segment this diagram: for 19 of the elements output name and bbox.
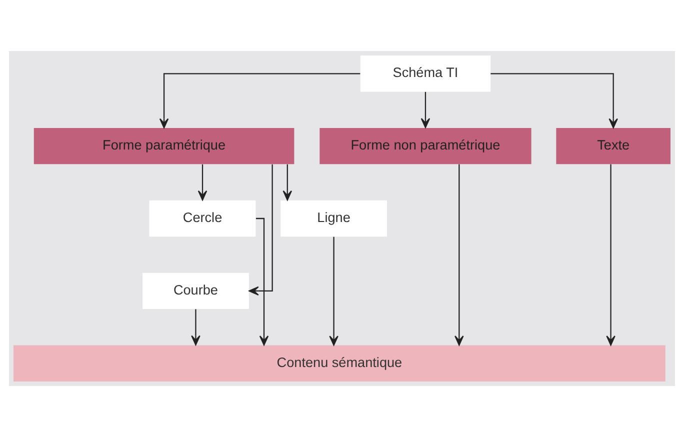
- node-box: Cercle: [149, 200, 256, 237]
- arrow: [248, 164, 273, 296]
- arrow: [606, 164, 616, 346]
- node-box: Forme non paramétrique: [320, 128, 532, 164]
- node-box: Courbe: [142, 272, 249, 310]
- arrow: [490, 73, 618, 128]
- arrow: [282, 164, 292, 201]
- arrow: [329, 236, 338, 346]
- node-box: Contenu sémantique: [14, 345, 666, 382]
- node-box: Schéma TI: [360, 56, 491, 92]
- arrow: [159, 73, 360, 128]
- arrow: [198, 164, 208, 201]
- arrow: [256, 218, 269, 346]
- node-box: Texte: [556, 128, 670, 164]
- node-box: Ligne: [280, 200, 387, 237]
- node-box: Forme paramétrique: [34, 128, 294, 164]
- arrow: [191, 309, 200, 346]
- arrow: [420, 92, 430, 128]
- arrow: [454, 164, 464, 346]
